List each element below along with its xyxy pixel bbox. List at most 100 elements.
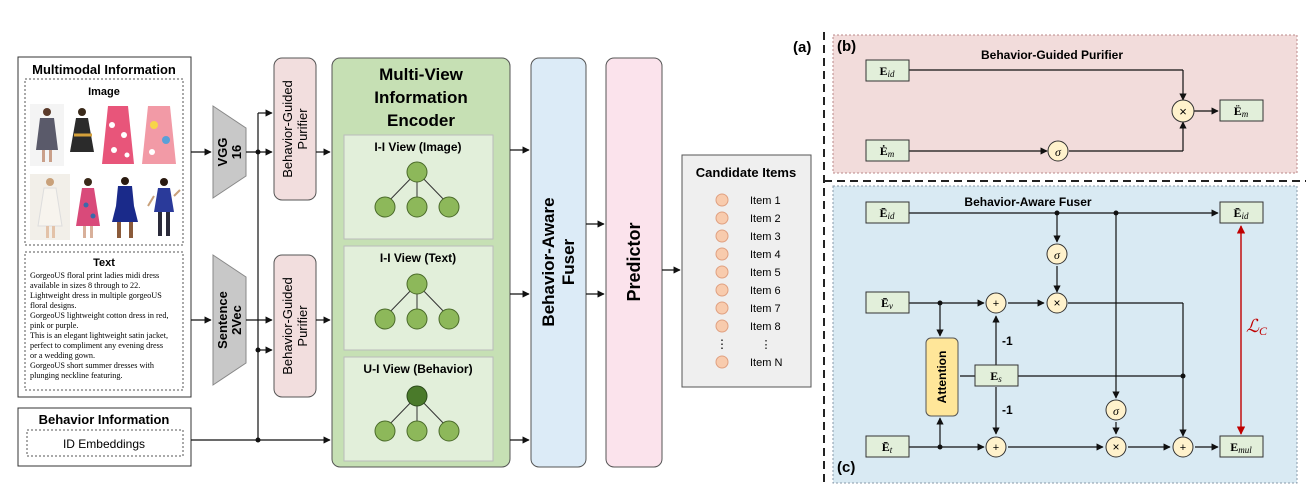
view-behavior: U-I View (Behavior) — [343, 356, 494, 462]
candidate-item-dot — [715, 301, 729, 315]
fuser-label-line2: Fuser — [559, 238, 578, 285]
product-image-1 — [30, 104, 64, 166]
tree-node-root-user — [406, 385, 428, 407]
candidate-item-label: Item 4 — [750, 249, 781, 261]
e-m-out-sub: m — [1242, 109, 1249, 119]
svg-text:Emul: Emul — [1230, 440, 1252, 455]
product-image-4 — [140, 104, 178, 166]
add-operator-text — [985, 436, 1007, 458]
candidate-item-dot — [715, 319, 729, 333]
attention-block — [925, 337, 959, 417]
matrix-e-id-in — [865, 201, 910, 224]
svg-text:ℒC: ℒC — [1246, 316, 1268, 338]
tree-node-right — [438, 420, 460, 442]
e-v-sub: v — [889, 301, 893, 311]
sentence-label-line2: 2Vec — [229, 305, 244, 335]
panel-separators — [823, 32, 1306, 486]
product-image-2 — [66, 104, 98, 166]
candidate-item-label: Item 7 — [750, 303, 781, 315]
tree-node-mid — [406, 420, 428, 442]
product-text-line: plunging neckline featuring. — [30, 371, 123, 380]
plus-symbol: + — [993, 442, 999, 454]
panel-c-behavior-aware-fuser: (c) Behavior-Aware Fuser — [832, 185, 1298, 484]
product-text-lines: GorgeoUS floral print ladies midi dressa… — [30, 271, 169, 380]
tree-node-right — [438, 308, 460, 330]
product-text-line: GorgeoUS short summer dresses with — [30, 361, 154, 370]
product-image-8 — [147, 174, 181, 240]
candidate-item-dot — [715, 265, 729, 279]
tree-node-left — [374, 308, 396, 330]
svg-text:Eid: Eid — [879, 64, 895, 79]
e-m-out-base: Ë — [1234, 104, 1242, 118]
product-text-line: or a wedding gown. — [30, 351, 95, 360]
e-id-out-sub: id — [1242, 211, 1250, 221]
view-image: I-I View (Image) — [343, 134, 494, 240]
e-s-sub: s — [998, 374, 1002, 384]
svg-text:Ēv: Ēv — [881, 296, 893, 311]
behavior-information-panel: Behavior Information ID Embeddings — [17, 407, 192, 467]
product-text-line: floral designs. — [30, 301, 76, 310]
purifier-text-line1: Behavior-Guided — [280, 277, 295, 375]
matrix-e-m-output — [1219, 99, 1264, 122]
candidate-item-dot — [715, 229, 729, 243]
image-label: Image — [88, 86, 120, 98]
product-text-line: GorgeoUS lightweight cotton dress in red… — [30, 311, 169, 320]
candidate-item-label: Item 5 — [750, 267, 781, 279]
purifier-image-line1: Behavior-Guided — [280, 80, 295, 178]
fuser-label-line1: Behavior-Aware — [539, 197, 558, 326]
e-s-base: E — [990, 369, 998, 383]
vgg-label-line2: 16 — [229, 145, 244, 159]
panel-c-title: Behavior-Aware Fuser — [964, 195, 1091, 209]
tree-node-mid — [406, 196, 428, 218]
vgg-label-line1: VGG — [215, 138, 230, 167]
svg-text:Ėm: Ėm — [880, 144, 895, 159]
candidate-ellipsis-left: ⋮ — [716, 337, 728, 351]
view-behavior-label: U-I View (Behavior) — [363, 362, 472, 376]
e-id-base: E — [879, 64, 887, 78]
candidate-item-label: ⋮ — [761, 339, 772, 351]
times-symbol: × — [1179, 104, 1187, 119]
sigma-gate-top — [1046, 243, 1068, 265]
sentence-label-line1: Sentence — [215, 291, 230, 349]
junction-dot — [255, 149, 261, 155]
matrix-e-v — [865, 291, 910, 314]
candidate-item-label: Item N — [750, 357, 782, 369]
plus-symbol: + — [1180, 442, 1186, 454]
candidate-item-dot — [715, 283, 729, 297]
behavior-guided-purifier-image: Behavior-Guided Purifier — [273, 57, 317, 201]
panel-label-a: (a) — [793, 39, 811, 56]
multiply-operator — [1171, 99, 1195, 123]
svg-text:Ēt: Ēt — [882, 440, 893, 455]
svg-text:Ēid: Ēid — [1233, 206, 1249, 221]
sigma-symbol-top: σ — [1054, 248, 1061, 262]
add-operator-visual — [985, 292, 1007, 314]
junction-dot — [255, 347, 261, 353]
sigma-gate-bottom — [1105, 399, 1127, 421]
view-text-label: I-I View (Text) — [380, 251, 456, 265]
sentence2vec-extractor: Sentence 2Vec — [212, 254, 247, 386]
e-id-sub: id — [888, 69, 896, 79]
svg-text:Ëm: Ëm — [1234, 104, 1249, 119]
junction-dot — [1113, 210, 1119, 216]
product-text-line: perfect to compliment any evening dress — [30, 341, 163, 350]
product-image-thumbnails — [30, 104, 181, 240]
panel-b-behavior-guided-purifier: (b) Behavior-Guided Purifier Eid Ėm σ × … — [832, 34, 1298, 174]
candidate-items-title: Candidate Items — [696, 165, 796, 180]
encoder-title-line1: Multi-View — [379, 65, 464, 84]
tree-node-root — [406, 273, 428, 295]
svg-text:Es: Es — [990, 369, 1002, 384]
product-image-5 — [30, 174, 70, 240]
minus-one-upper: -1 — [1002, 334, 1013, 348]
tree-node-mid — [406, 308, 428, 330]
e-v-base: Ē — [881, 296, 889, 310]
view-image-label: I-I View (Image) — [374, 140, 461, 154]
candidate-item-label: Item 1 — [750, 195, 781, 207]
product-image-7 — [106, 174, 144, 240]
e-id-in-sub: id — [888, 211, 896, 221]
tree-node-root — [406, 161, 428, 183]
multimodal-title: Multimodal Information — [32, 62, 176, 77]
attention-label: Attention — [935, 351, 949, 404]
tree-node-right — [438, 196, 460, 218]
candidate-item-label: Item 2 — [750, 213, 781, 225]
